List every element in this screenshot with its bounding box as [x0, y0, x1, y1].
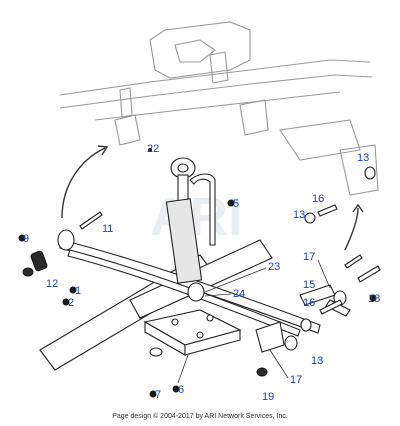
- callout-24: 24: [233, 288, 245, 300]
- ari-watermark: ARI: [150, 187, 243, 247]
- callout-16-lower: 16: [303, 297, 315, 309]
- arrowhead-left: [97, 145, 109, 156]
- callout-11: 11: [102, 223, 113, 235]
- callout-17-upper: 17: [303, 251, 315, 263]
- spring-plate-front: [184, 329, 241, 356]
- callout-12: 12: [46, 278, 58, 290]
- u-bolt: [189, 173, 216, 246]
- callout-13-upper: 13: [357, 152, 369, 164]
- callout-9: 9: [23, 233, 29, 245]
- bolt-left: [79, 211, 103, 230]
- callout-13-mid: 13: [293, 209, 305, 221]
- arrowhead-right: [352, 203, 364, 213]
- bushing-13-upper: [364, 166, 376, 180]
- callout-15: 15: [303, 279, 315, 291]
- callout-23: 23: [268, 261, 280, 273]
- callout-13-lower: 13: [311, 355, 323, 367]
- copyright-footer: Page design © 2004-2017 by ARI Network S…: [112, 413, 288, 420]
- bolt-16-upper: [317, 204, 338, 217]
- nut-left: [149, 347, 163, 357]
- callout-1: 1: [75, 285, 81, 297]
- callout-18: 18: [368, 293, 380, 305]
- bushing-washer: [22, 267, 34, 277]
- arrow-right: [344, 207, 359, 251]
- shackle-assembly: [255, 254, 381, 377]
- shock-absorber: [165, 157, 205, 302]
- vehicle-frame: [59, 21, 379, 196]
- callout-6: 6: [178, 384, 184, 396]
- arrow-left: [61, 147, 106, 219]
- rubber-bushing: [30, 250, 48, 272]
- callout-19: 19: [262, 391, 274, 403]
- callout-5: 5: [233, 198, 239, 210]
- washer-13: [304, 212, 316, 224]
- callout-labels: 22 5 9 11 12 1 2 23 24 13 16 13 17 15 16…: [18, 143, 380, 403]
- callout-2: 2: [68, 297, 74, 309]
- callout-22: 22: [147, 143, 159, 155]
- callout-7: 7: [155, 389, 161, 401]
- spring-eye-left: [57, 229, 75, 251]
- callout-16-upper: 16: [312, 193, 324, 205]
- callout-17-lower: 17: [290, 374, 302, 386]
